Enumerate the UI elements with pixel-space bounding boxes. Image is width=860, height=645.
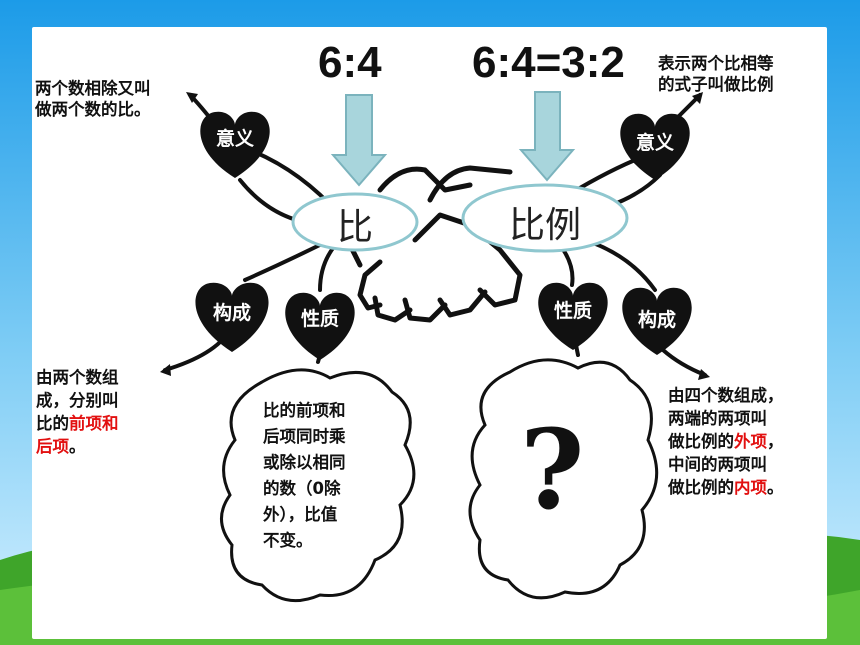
right-meaning-heart: 意义 <box>635 132 674 154</box>
right-meaning-text: 表示两个比相等 的式子叫做比例 <box>658 54 774 94</box>
arrowhead-icon <box>186 92 198 103</box>
cloud-bubble-right <box>468 358 659 600</box>
down-arrow-icon <box>330 94 388 187</box>
right-property-heart: 性质 <box>553 300 592 322</box>
question-mark-icon: ? <box>520 405 585 534</box>
ratio-label: 比 <box>336 207 373 248</box>
heart-icon <box>285 292 355 360</box>
heart-icon <box>620 113 690 180</box>
heart-icon <box>622 287 692 355</box>
left-property-heart: 性质 <box>300 308 339 330</box>
left-composition-text: 由两个数组 成，分别叫 比的前项和 后项。 <box>36 368 119 456</box>
oval-proportion <box>461 183 629 253</box>
heart-icon <box>538 282 608 350</box>
proportion-title: 6:4=3:2 <box>472 38 625 87</box>
oval-ratio <box>291 192 419 252</box>
arrowhead-icon <box>160 364 171 376</box>
content-card <box>32 27 827 639</box>
arrowhead-icon <box>692 92 703 104</box>
right-composition-text: 由四个数组成， 两端的两项叫 做比例的外项， 中间的两项叫 做比例的内项。 <box>668 386 784 497</box>
arrowhead-icon <box>698 369 710 380</box>
ratio-title: 6:4 <box>318 38 382 87</box>
ratio-property-text: 比的前项和 后项同时乘 或除以相同 的数（0除 外），比值 不变。 <box>263 401 346 550</box>
right-composition-heart: 构成 <box>637 309 676 331</box>
cloud-bubble-left <box>220 368 416 603</box>
heart-icon <box>195 282 269 352</box>
left-meaning-heart: 意义 <box>215 128 254 150</box>
left-meaning-text: 两个数相除又叫 做两个数的比。 <box>35 79 151 119</box>
left-composition-heart: 构成 <box>212 302 251 324</box>
proportion-label: 比例 <box>508 205 581 246</box>
down-arrow-icon <box>518 91 576 182</box>
heart-icon <box>200 111 270 178</box>
